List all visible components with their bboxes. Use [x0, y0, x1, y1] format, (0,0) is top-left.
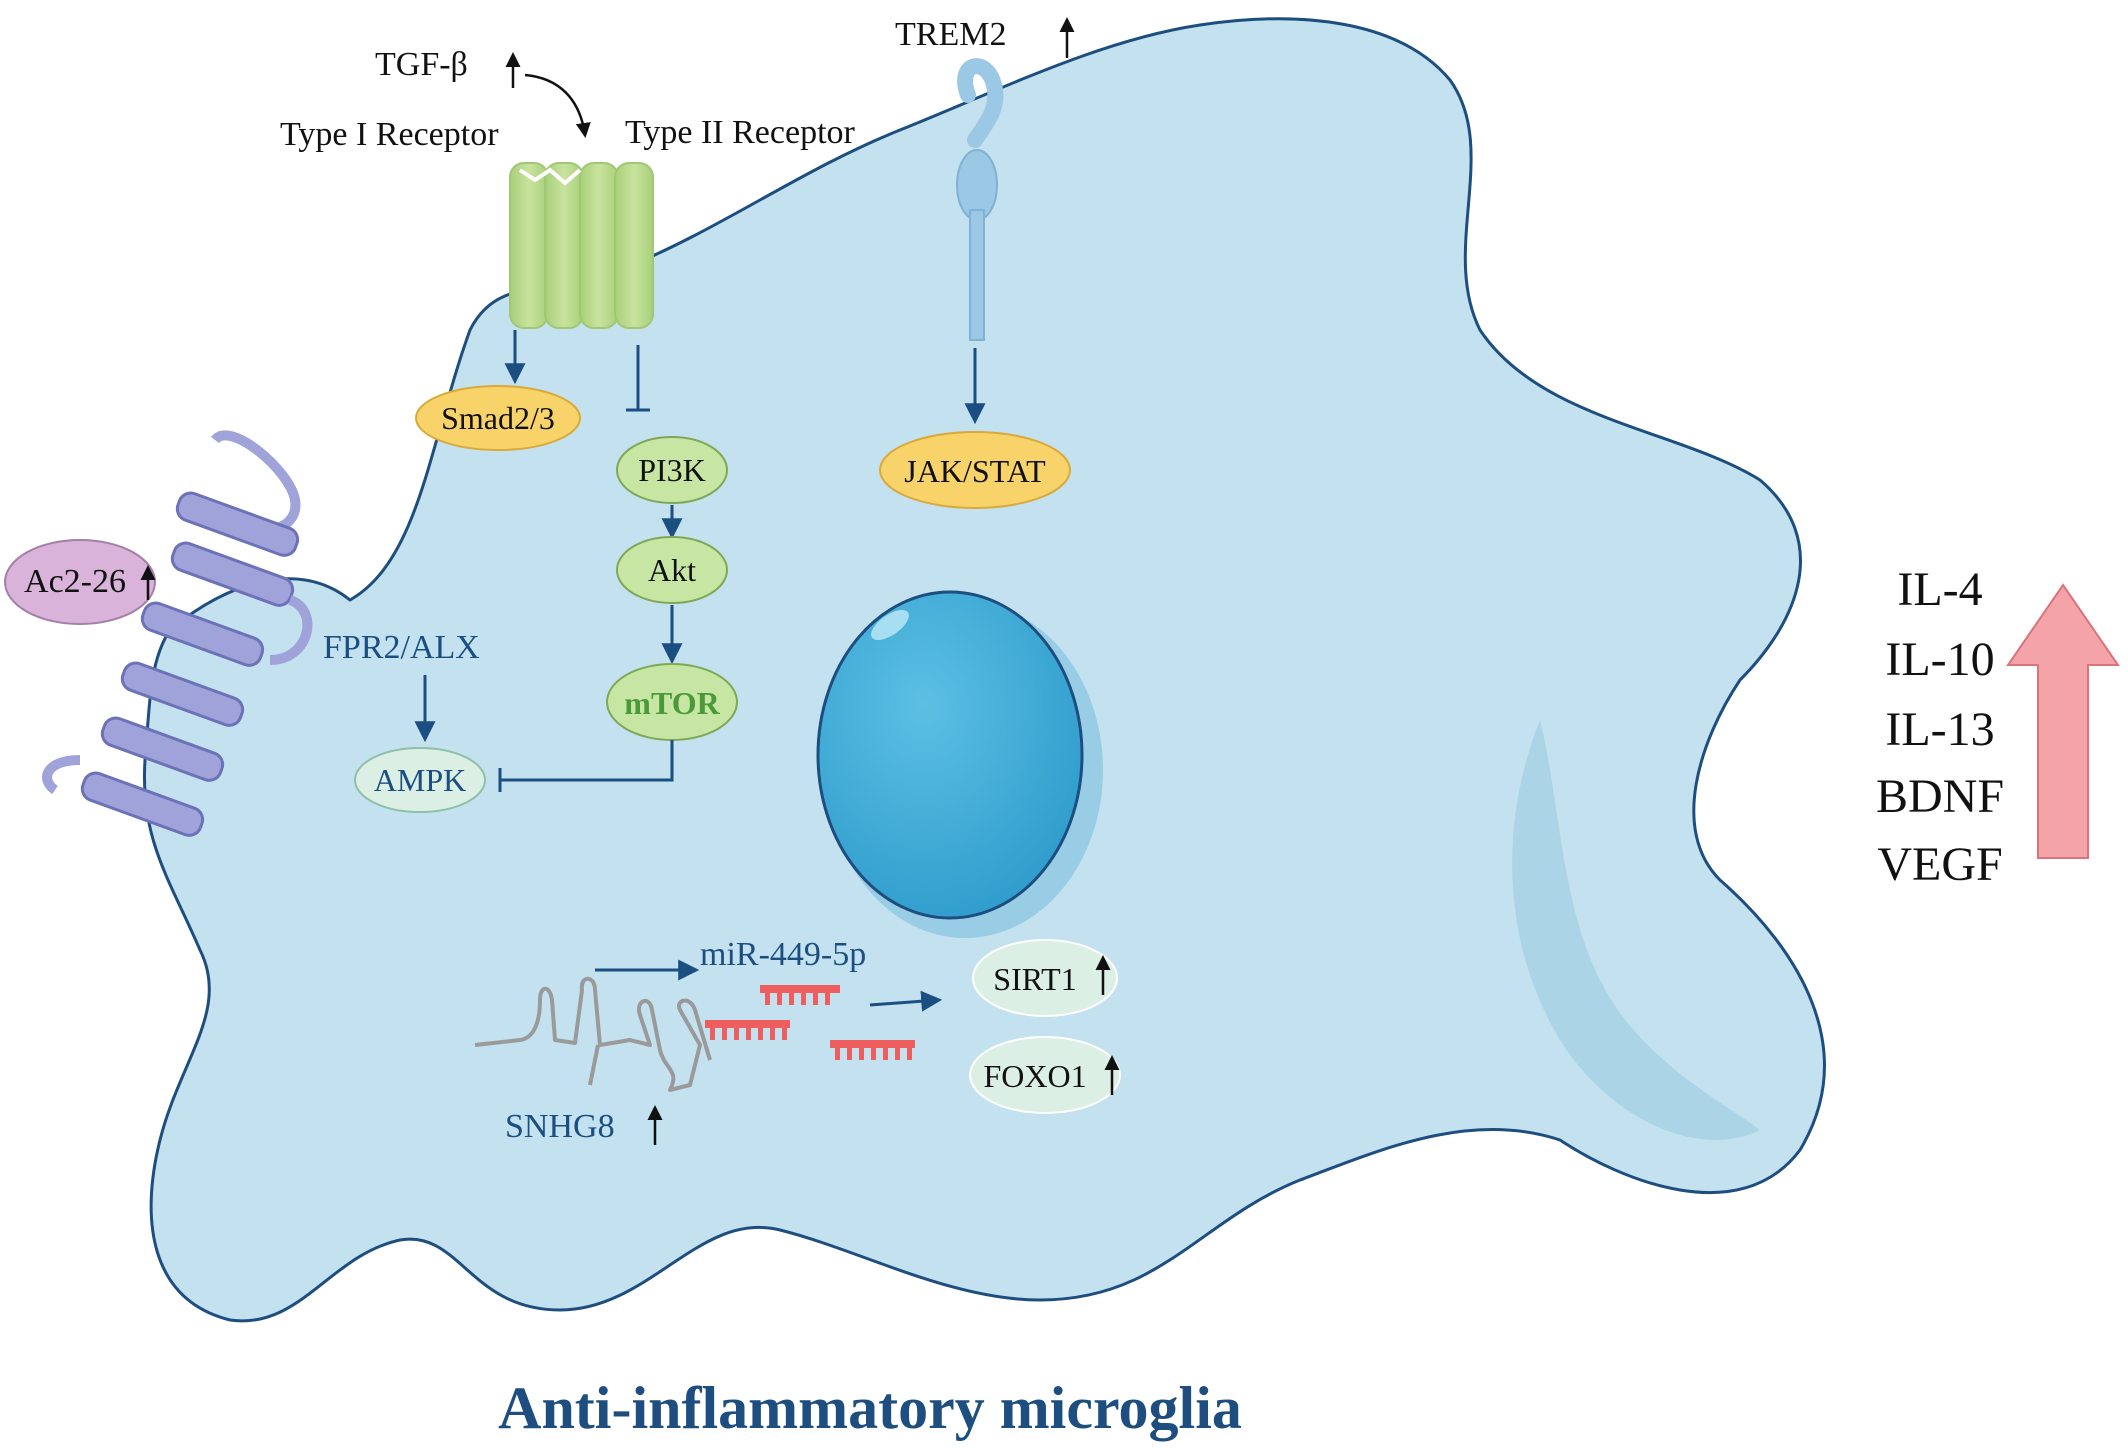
output-list: IL-4 IL-10 IL-13 BDNF VEGF — [1876, 563, 2004, 891]
output-item: VEGF — [1877, 838, 2002, 891]
snhg8-stem — [588, 1044, 600, 1086]
tgf-beta-curve-arrow — [524, 73, 591, 138]
mir-label: miR-449-5p — [700, 936, 866, 973]
jakstat-label: JAK/STAT — [904, 453, 1046, 489]
pi3k-label: PI3K — [638, 452, 706, 488]
akt-node — [616, 536, 728, 604]
inhibit-mtor-ampk — [500, 740, 674, 782]
akt-label: Akt — [648, 552, 696, 588]
type1-receptor-label: Type I Receptor — [280, 116, 499, 153]
fpr2-label: FPR2/ALX — [323, 629, 480, 666]
ac2-26-label: Ac2-26 — [24, 563, 126, 600]
output-item: BDNF — [1876, 770, 2004, 823]
jakstat-node — [879, 431, 1071, 509]
type2-receptor-label: Type II Receptor — [625, 114, 856, 151]
figure-caption: Anti-inflammatory microglia — [498, 1375, 1242, 1441]
mirna-combs — [705, 985, 915, 1060]
mtor-label: mTOR — [624, 685, 720, 721]
cell-shading — [1512, 720, 1760, 1140]
sirt1-label: SIRT1 — [993, 961, 1076, 997]
nucleus — [816, 590, 1084, 920]
trem2-label: TREM2 — [895, 16, 1006, 53]
snhg8-rna — [474, 976, 712, 1092]
foxo1-node — [969, 1036, 1121, 1114]
snhg8-label: SNHG8 — [505, 1108, 615, 1145]
arrow-mir-sirt1 — [869, 990, 943, 1012]
smad-node — [415, 385, 581, 451]
nucleus-highlight — [871, 609, 909, 641]
foxo1-label: FOXO1 — [983, 1058, 1086, 1094]
tgf-beta-label: TGF-β — [375, 46, 468, 83]
ampk-node — [354, 747, 486, 813]
pi3k-node — [616, 436, 728, 504]
output-item: IL-10 — [1885, 633, 1994, 686]
ac2-26-node — [4, 539, 156, 625]
output-item: IL-4 — [1897, 563, 1982, 616]
smad-label: Smad2/3 — [441, 400, 555, 436]
output-item: IL-13 — [1885, 703, 1994, 756]
sirt1-node — [972, 939, 1118, 1017]
fpr2-gpcr — [42, 430, 313, 837]
ampk-label: AMPK — [374, 762, 466, 798]
tgf-receptor — [509, 162, 654, 329]
trem2-receptor — [956, 58, 1004, 341]
increase-arrow — [2006, 583, 2120, 859]
